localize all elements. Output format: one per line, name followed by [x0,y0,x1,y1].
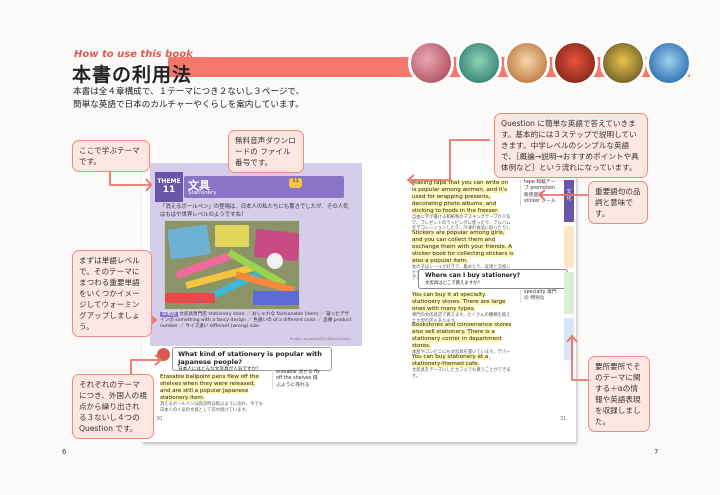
vocabulary-box: 日本語 文房具専門店 stationery store ／ おしゃれな fash… [160,312,352,330]
word-notes-right-2: specialty 専門の 特別な [520,290,560,303]
photo-thumbnail [552,40,598,86]
how-to-label: How to use this book [74,49,193,60]
answer-4: You can buy it at specialty stationery s… [412,292,511,324]
stationery-photo [164,220,300,310]
theme-intro: 「消えるボールペン」の登場は、日本人の私たちにも驚きでしたが、その人気はもはや世… [160,204,349,218]
book-page-number-right: 31 [560,416,567,422]
page-number-left: 6 [62,448,67,456]
photo-thumbnail [456,40,502,86]
photo-thumbnail [504,40,550,86]
question-box-1: What kind of stationery is popular with … [172,347,332,372]
callout-download: 無料音声ダウンロードの ファイル番号です。 [228,130,304,173]
category-title: 文具 [188,179,210,192]
photo-thumbnail [646,40,692,86]
intro-text: 本書は全４章構成で、１テーマにつき２ないし３ページで、 簡単な英語で日本のカルチ… [73,87,305,110]
side-tab-culture: 文 化 [564,180,574,222]
speaker-icon: 11 [289,178,302,188]
callout-questions: それぞれのテーマにつき、外国人の視点から繰り出される３ないし４つの Questi… [72,374,154,439]
answer-1: Erasable ballpoint pens flew off the she… [160,374,264,413]
answer-6: You can buy stationery at a stationery-t… [412,354,511,379]
question-icon [157,348,170,361]
book-page-number-left: 30 [156,416,163,422]
photo-credit: Photo: sayaka0922/iStock/Getty [290,336,351,341]
word-notes-left: erasable 消せる fly off the shelves 飛ぶように売れ… [272,370,320,390]
callout-warmup: まずは単語レベルで。そのテーマにまつわる重要単語をいくつかイメージしてウォーミン… [72,250,152,337]
page-number-right: 7 [654,448,659,456]
page-title: 本書の利用法 [72,64,193,86]
category-subtitle: Stationery [188,190,217,196]
side-tab [564,226,574,268]
callout-answer: Question に簡単な英語で答えていきます。基本的には３ステップで説明してい… [494,113,648,178]
callout-phrase: 重要語句の品詞と意味です。 [588,181,648,224]
question-box-2: Where can I buy stationery? 文房具はどこで買えますか… [418,269,568,289]
callout-bonus: 要所要所でそのテーマに関する＋αの情報や英語表現を収録しました。 [588,356,650,432]
photo-thumbnail [600,40,646,86]
answer-2: Making tape that you can write on is pop… [412,180,511,237]
photo-thumbnail [408,40,454,86]
category-bar [184,176,344,198]
word-notes-right: tape 和紙テープ promotion 販売促進 sticker シール [520,180,560,206]
side-tab [564,272,574,314]
callout-theme: ここで学ぶテーマです。 [72,140,150,172]
